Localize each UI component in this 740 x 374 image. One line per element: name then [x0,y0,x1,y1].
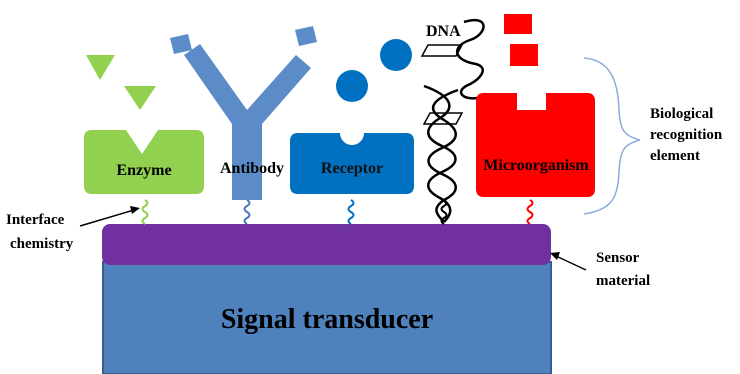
dna-strand-free [456,19,485,100]
antibody-shape [184,44,311,200]
enzyme-label: Enzyme [116,162,171,179]
microorganism-label: Microorganism [483,157,589,174]
enzyme-substrate-triangle-2 [124,86,156,110]
signal-transducer-block [102,261,552,374]
dna-probe-rect-1 [420,44,464,57]
bio-recognition-label-line3: element [650,148,700,164]
antibody-label: Antibody [220,160,284,177]
antigen-square-2 [295,26,317,46]
enzyme-linker [141,199,149,225]
bio-recognition-label-line1: Biological [650,106,713,122]
microorganism-particle-1 [504,14,532,34]
sensor-material-label-line1: Sensor [596,250,640,266]
dna-label: DNA [426,23,461,40]
interface-chemistry-label-line1: Interface [6,212,65,228]
microorganism-linker [526,199,534,225]
microorganism-shape [476,93,595,197]
sensor-material-arrowhead [550,252,560,260]
signal-transducer-label: Signal transducer [221,304,433,335]
interface-chemistry-arrow [79,209,135,227]
antibody-linker [243,199,251,225]
ligand-circle-2 [380,39,412,71]
receptor-linker [347,199,355,225]
sensor-material-label-line2: material [596,273,650,289]
enzyme-shape [84,130,204,194]
dna-helix-strand-1 [423,84,457,223]
interface-chemistry-arrowhead [130,206,140,214]
ligand-circle-1 [336,70,368,102]
enzyme-substrate-triangle-1 [86,55,115,80]
interface-chemistry-label-line2: chemistry [10,236,74,252]
sensor-material-arrow [555,255,587,271]
microorganism-particle-2 [510,44,538,66]
antigen-square-1 [170,34,192,54]
dna-helix-strand-2 [427,88,459,223]
bio-recognition-label-line2: recognition [650,127,723,143]
sensor-material-layer [102,224,551,265]
receptor-label: Receptor [321,160,383,177]
receptor-shape [290,133,414,194]
recognition-brace [583,57,641,215]
